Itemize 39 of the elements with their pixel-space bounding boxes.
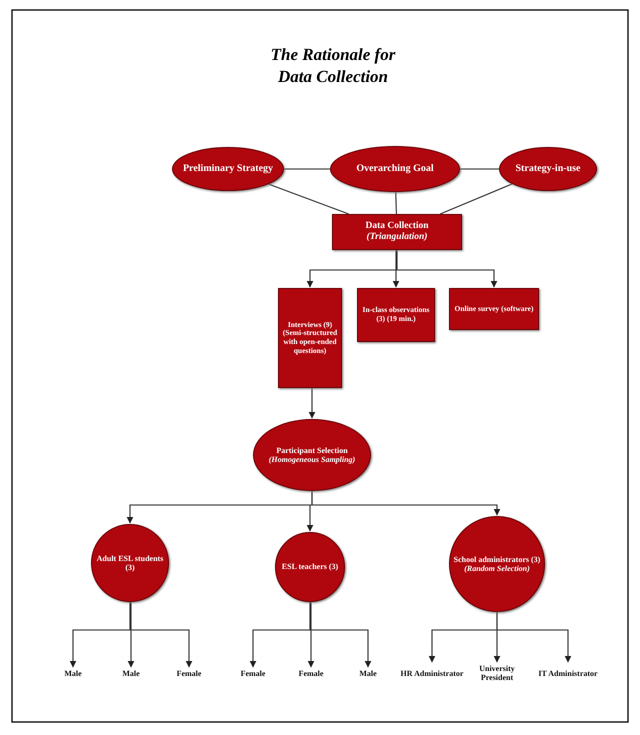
node-label: Preliminary Strategy (182, 163, 274, 175)
arrow (308, 602, 314, 668)
arrow (392, 250, 400, 288)
connector-line (460, 168, 499, 170)
process-box (357, 288, 435, 342)
arrow (496, 612, 572, 663)
process-box (278, 288, 342, 388)
leaf-label: Female (240, 670, 266, 678)
connector-line (284, 168, 330, 170)
leaf-label: Female (298, 670, 324, 678)
ellipse-node (172, 147, 284, 191)
arrow (311, 491, 500, 516)
connector-line (268, 184, 349, 215)
connector-line (440, 183, 512, 214)
node-label: School administrators (3) (Random Selection) (452, 554, 542, 574)
leaf-label: Female (176, 670, 202, 678)
process-box (449, 288, 539, 330)
ellipse-node (275, 532, 345, 602)
node-label: Data Collection (Triangulation) (364, 221, 430, 243)
node-label: ESL teachers (3) (282, 562, 338, 572)
leaf-label: University President (478, 665, 516, 683)
node-label: Strategy-in-use (516, 163, 580, 175)
ellipse-node (499, 147, 597, 191)
node-label: Participant Selection (Homogeneous Sampling) (268, 446, 356, 464)
leaf-label: Male (359, 670, 377, 678)
node-label: Adult ESL students (3) (96, 554, 164, 572)
leaf-label: Male (122, 670, 140, 678)
arrow (128, 602, 134, 668)
node-label: Overarching Goal (356, 163, 434, 175)
arrow (308, 388, 316, 419)
leaf-label: HR Administrator (400, 670, 464, 678)
arrow (129, 602, 192, 668)
process-box (332, 214, 462, 250)
diagram-title: The Rationale for Data Collection (270, 44, 396, 88)
connector-line (395, 192, 397, 214)
leaf-label: IT Administrator (538, 670, 598, 678)
leaf-label: Male (64, 670, 82, 678)
arrow (309, 602, 372, 668)
arrow (396, 250, 498, 288)
